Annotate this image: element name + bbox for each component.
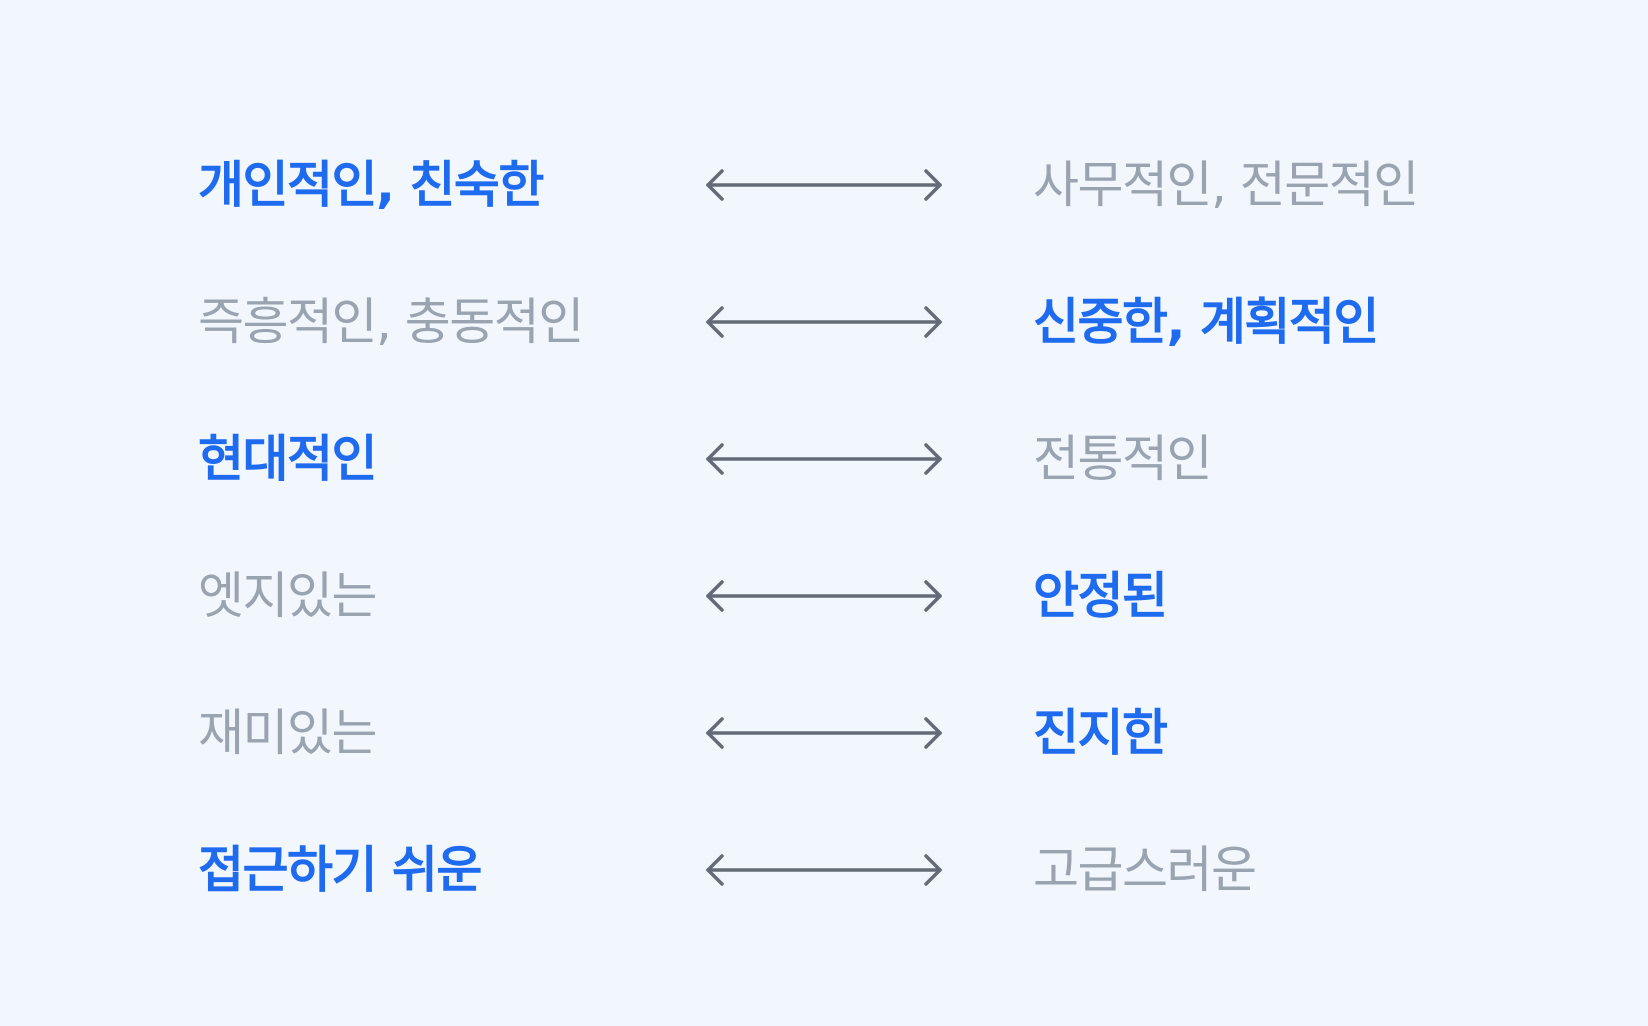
right-term: 진지한 <box>1033 704 1168 762</box>
scale-row: 즉흥적인, 충동적인 신중한, 계획적인 <box>0 282 1648 362</box>
right-term: 안정된 <box>1033 567 1168 625</box>
right-term: 고급스러운 <box>1033 841 1257 899</box>
scale-row: 재미있는 진지한 <box>0 693 1648 773</box>
right-term: 전통적인 <box>1033 430 1213 488</box>
double-arrow-icon <box>706 169 942 201</box>
right-term: 사무적인, 전문적인 <box>1033 156 1419 214</box>
double-arrow-icon <box>706 854 942 886</box>
left-term: 엣지있는 <box>198 567 378 625</box>
scale-row: 엣지있는 안정된 <box>0 556 1648 636</box>
scale-row: 접근하기 쉬운 고급스러운 <box>0 830 1648 910</box>
scale-row: 현대적인 전통적인 <box>0 419 1648 499</box>
double-arrow-icon <box>706 717 942 749</box>
right-term: 신중한, 계획적인 <box>1033 293 1379 351</box>
left-term: 재미있는 <box>198 704 378 762</box>
left-term: 접근하기 쉬운 <box>198 841 482 899</box>
double-arrow-icon <box>706 306 942 338</box>
left-term: 즉흥적인, 충동적인 <box>198 293 584 351</box>
left-term: 개인적인, 친숙한 <box>198 156 544 214</box>
left-term: 현대적인 <box>198 430 378 488</box>
double-arrow-icon <box>706 580 942 612</box>
double-arrow-icon <box>706 443 942 475</box>
scale-row: 개인적인, 친숙한 사무적인, 전문적인 <box>0 145 1648 225</box>
